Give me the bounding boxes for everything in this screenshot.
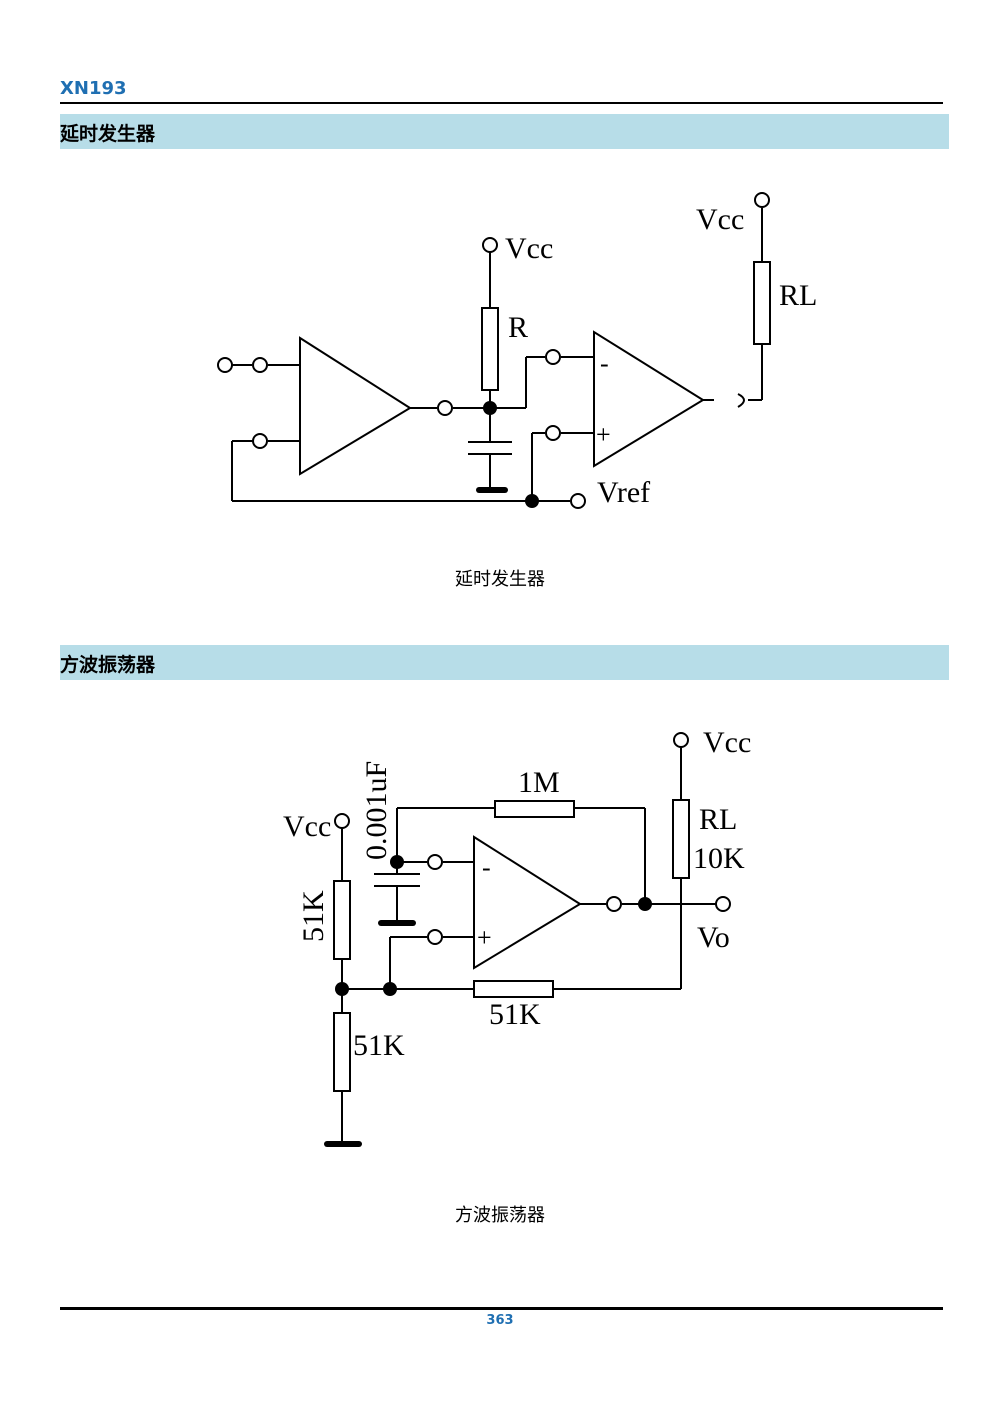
header-divider bbox=[60, 102, 943, 104]
label-vo: Vo bbox=[697, 921, 730, 954]
footer-divider bbox=[60, 1307, 943, 1310]
label-vcc-rl: Vcc bbox=[696, 203, 744, 236]
label-vcc-r: Vcc bbox=[505, 232, 553, 265]
label-rl-value: 10K bbox=[693, 842, 745, 875]
delay-generator-schematic: Vcc R Vcc RL Vref - + bbox=[217, 192, 817, 509]
label-vcc-right: Vcc bbox=[703, 726, 751, 759]
label-r-lower: 51K bbox=[353, 1029, 405, 1062]
section-title: 方波振荡器 bbox=[60, 654, 156, 676]
label-rl: RL bbox=[779, 279, 817, 312]
label-vref: Vref bbox=[597, 476, 650, 509]
document-id: XN193 bbox=[60, 78, 127, 99]
label-minus: - bbox=[600, 349, 609, 378]
label-rl: RL bbox=[699, 803, 737, 836]
label-r: R bbox=[508, 311, 528, 344]
label-capacitor: 0.001uF bbox=[360, 761, 393, 860]
page-number: 363 bbox=[486, 1313, 514, 1328]
label-r-positive: 51K bbox=[489, 998, 541, 1031]
label-plus: + bbox=[477, 923, 492, 952]
section-header-delay-generator: 延时发生器 bbox=[60, 114, 949, 149]
square-wave-oscillator-schematic: Vcc 0.001uF 1M Vcc RL 10K Vo 51K 51K 51K… bbox=[283, 726, 751, 1147]
figure-caption-delay-generator: 延时发生器 bbox=[455, 569, 545, 590]
label-plus: + bbox=[596, 420, 611, 449]
label-r-feedback: 1M bbox=[518, 766, 560, 799]
section-header-square-wave-oscillator: 方波振荡器 bbox=[60, 645, 949, 680]
label-minus: - bbox=[482, 853, 491, 882]
figure-caption-square-wave-oscillator: 方波振荡器 bbox=[455, 1205, 545, 1226]
section-title: 延时发生器 bbox=[60, 123, 156, 145]
label-r-upper: 51K bbox=[297, 890, 330, 942]
label-vcc-left: Vcc bbox=[283, 810, 331, 843]
